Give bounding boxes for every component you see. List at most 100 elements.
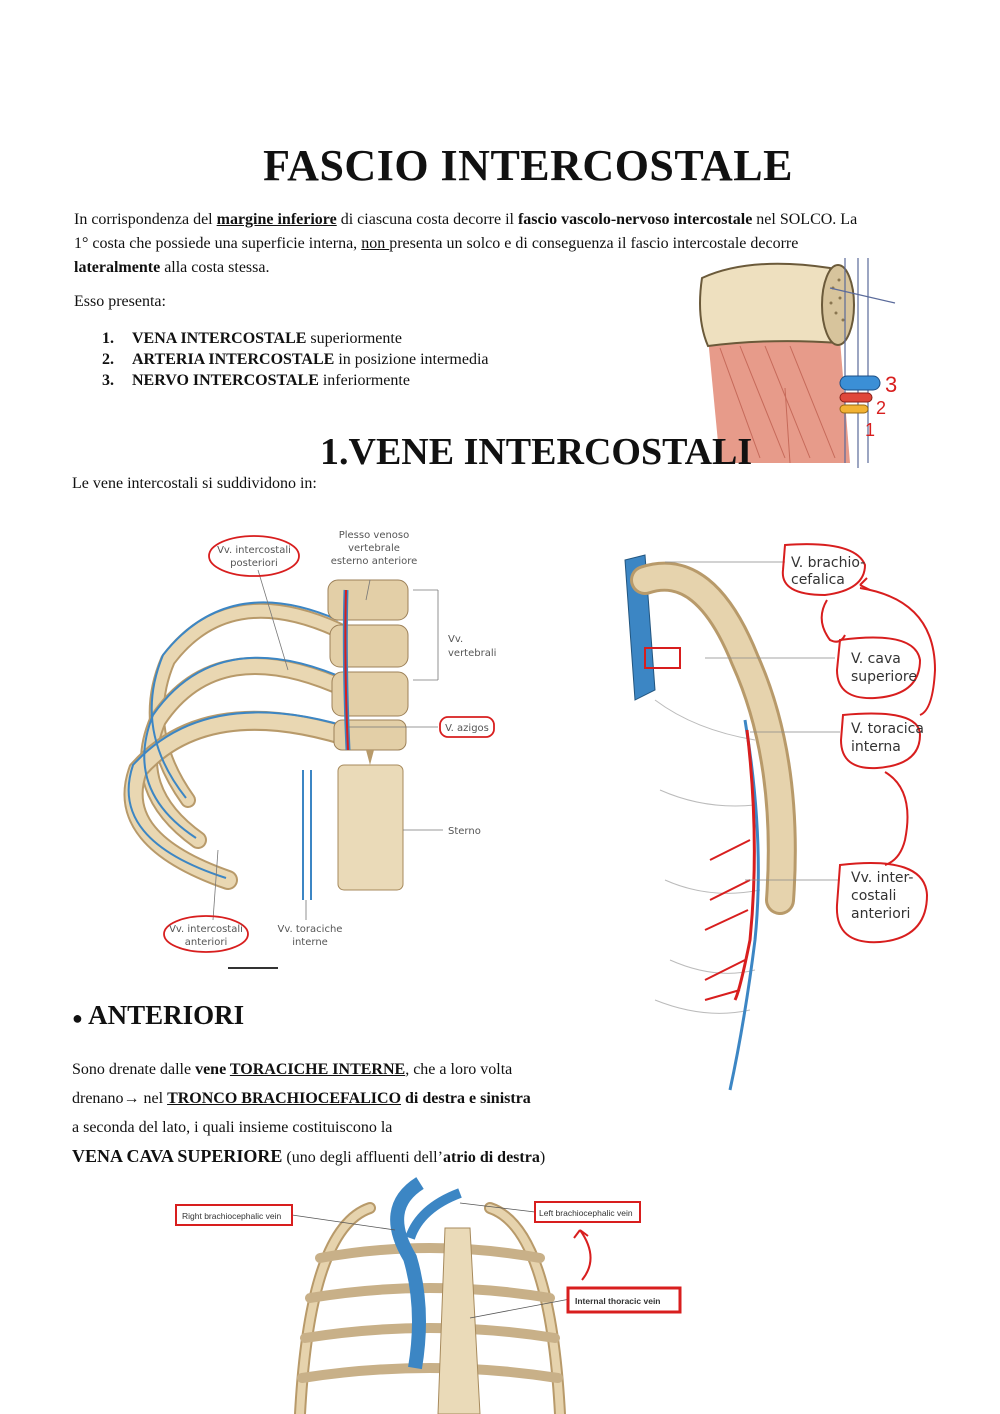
intercostal-highlights [704, 839, 751, 1001]
anteriori-text: Sono drenate dalle [72, 1061, 196, 1078]
internal-thoracic-box [566, 1286, 682, 1314]
posteriori-circle [208, 535, 300, 577]
label-vertebrali-2: vertebrali [448, 648, 496, 659]
label-toracica-1: V. toracica [851, 721, 924, 737]
sternum [437, 1227, 481, 1414]
list-item: 1. VENA INTERCOSTALE superiormente [102, 328, 489, 349]
intro-text: 1° costa che possiede una superficie int… [74, 235, 362, 252]
list-number: 1. [102, 330, 114, 347]
label-brachio-2: cefalica [791, 572, 845, 588]
label-plesso-2: vertebrale [348, 543, 400, 554]
anteriori-bold-underline: TORACICHE INTERNE [229, 1061, 406, 1078]
intro-bold-underline: margine inferiore [216, 211, 337, 228]
anterior-veins-side-figure: V. brachio- cefalica V. cava superiore V… [624, 543, 937, 1091]
label-posteriori-2: posteriori [230, 558, 278, 569]
anteriori-text: a seconda del lato, i quali insieme cost… [72, 1119, 393, 1136]
leader-lines [665, 561, 840, 881]
label-plesso-1: Plesso venoso [339, 530, 410, 541]
intro-bold: fascio vascolo-nervoso intercostale [517, 211, 753, 228]
intercostal-muscle [708, 338, 850, 463]
label-anteriori-2: anteriori [185, 937, 227, 948]
anteriori-text: drenano→ nel [72, 1090, 168, 1107]
label-intercostali-3: anteriori [851, 906, 910, 922]
superior-vena-cava [390, 1177, 426, 1370]
list-item-position: in posizione intermedia [334, 351, 489, 368]
list-item-position: inferiormente [318, 372, 410, 389]
label-3: 3 [885, 372, 897, 397]
list-number: 3. [102, 372, 114, 389]
label-2: 2 [876, 398, 886, 418]
label-left-brachio: Left brachiocephalic vein [539, 1208, 633, 1218]
anteriori-title: ANTERIORI [88, 1000, 245, 1030]
anteriori-text: , che a loro volta [405, 1061, 513, 1078]
intro-paragraph: In corrispondenza del margine inferiore … [74, 208, 994, 280]
intercostal-veins [127, 601, 359, 879]
right-brachio-box [175, 1204, 293, 1226]
section-intro: Le vene intercostali si suddividono in: [72, 475, 317, 492]
toracica-circle [839, 712, 922, 770]
anteriori-bold: VENA CAVA SUPERIORE [72, 1146, 283, 1166]
rib-cross-section-figure: 3 2 1 [699, 258, 897, 468]
intercostali-circle [835, 862, 929, 944]
label-toracica-2: interna [851, 739, 901, 755]
anteriori-bold: vene [195, 1061, 230, 1078]
anteriori-heading: ● ANTERIORI [72, 1000, 244, 1031]
intro-text: nel SOLCO. La [752, 211, 858, 228]
label-plesso-3: esterno anteriore [331, 556, 418, 567]
anteriori-paragraph: Sono drenate dalle vene TORACICHE INTERN… [72, 1055, 692, 1172]
list-item: 3.NERVO INTERCOSTALE inferiormente [102, 370, 489, 391]
page-title: FASCIO INTERCOSTALE [263, 141, 793, 190]
cava-circle [835, 636, 922, 700]
annotation-arrow [573, 1229, 592, 1281]
intro-text: In corrispondenza del [74, 211, 217, 228]
intro-text: presenta un solco e di conseguenza il fa… [389, 235, 799, 252]
label-1: 1 [865, 420, 875, 440]
bullet-icon: ● [72, 1008, 83, 1028]
anteriori-bold-underline: TRONCO BRACHIOCEFALICO [167, 1090, 402, 1107]
vein-tube [839, 375, 881, 391]
label-intercostali-1: Vv. inter- [851, 870, 913, 886]
thoracic-cage-figure: Right brachiocephalic vein Left brachioc… [175, 1177, 682, 1414]
intro-text: di ciascuna costa decorre il [336, 211, 518, 228]
label-right-brachio: Right brachiocephalic vein [182, 1211, 281, 1221]
anteriori-text: ) [539, 1149, 546, 1166]
list-item-name: VENA INTERCOSTALE [132, 330, 307, 347]
label-azigos: V. azigos [445, 723, 489, 734]
label-brachio-1: V. brachio- [791, 555, 865, 571]
posterior-anterior-veins-figure: Vv. intercostali posteriori Plesso venos… [123, 530, 496, 969]
internal-thoracic-vein [728, 719, 760, 1091]
label-vertebrali-1: Vv. [448, 634, 463, 645]
anteriori-circle [163, 915, 249, 953]
label-cava-1: V. cava [851, 651, 901, 667]
reference-lines [829, 258, 896, 468]
sternum-side-fill [633, 564, 794, 912]
left-brachio-box [534, 1201, 641, 1223]
rib-section [821, 264, 855, 346]
label-sterno: Sterno [448, 826, 481, 837]
rib-body [699, 262, 842, 348]
layer-list: 1. VENA INTERCOSTALE superiormente 2.ARTE… [102, 328, 489, 391]
label-intercostali-2: costali [851, 888, 896, 904]
leader-lines [291, 1202, 571, 1319]
rib-outlines [654, 699, 761, 1014]
rib-cage [294, 1202, 566, 1414]
esso-text: Esso presenta: [74, 293, 166, 310]
label-toraciche-1: Vv. toraciche [278, 924, 343, 935]
anteriori-bold: di destra e sinistra [401, 1090, 531, 1107]
left-brachiocephalic-vein [405, 1188, 462, 1240]
anteriori-text: (uno degli affluenti dell’ [282, 1149, 443, 1166]
sternum [337, 764, 404, 891]
list-item-position: superiormente [306, 330, 402, 347]
label-cava-2: superiore [851, 669, 917, 685]
vertebral-column [327, 579, 409, 765]
label-posteriori-1: Vv. intercostali [217, 545, 291, 556]
annotation-arrows [820, 577, 937, 866]
vena-cava-marker [644, 647, 681, 669]
muscle-fibers [719, 345, 836, 464]
section-heading-vene: 1.VENE INTERCOSTALI [320, 431, 753, 473]
list-item: 2.ARTERIA INTERCOSTALE in posizione inte… [102, 349, 489, 370]
intro-bold: lateralmente [74, 259, 161, 276]
label-toraciche-2: interne [292, 937, 328, 948]
leader-lines [212, 569, 443, 921]
intro-text: alla costa stessa. [160, 259, 270, 276]
